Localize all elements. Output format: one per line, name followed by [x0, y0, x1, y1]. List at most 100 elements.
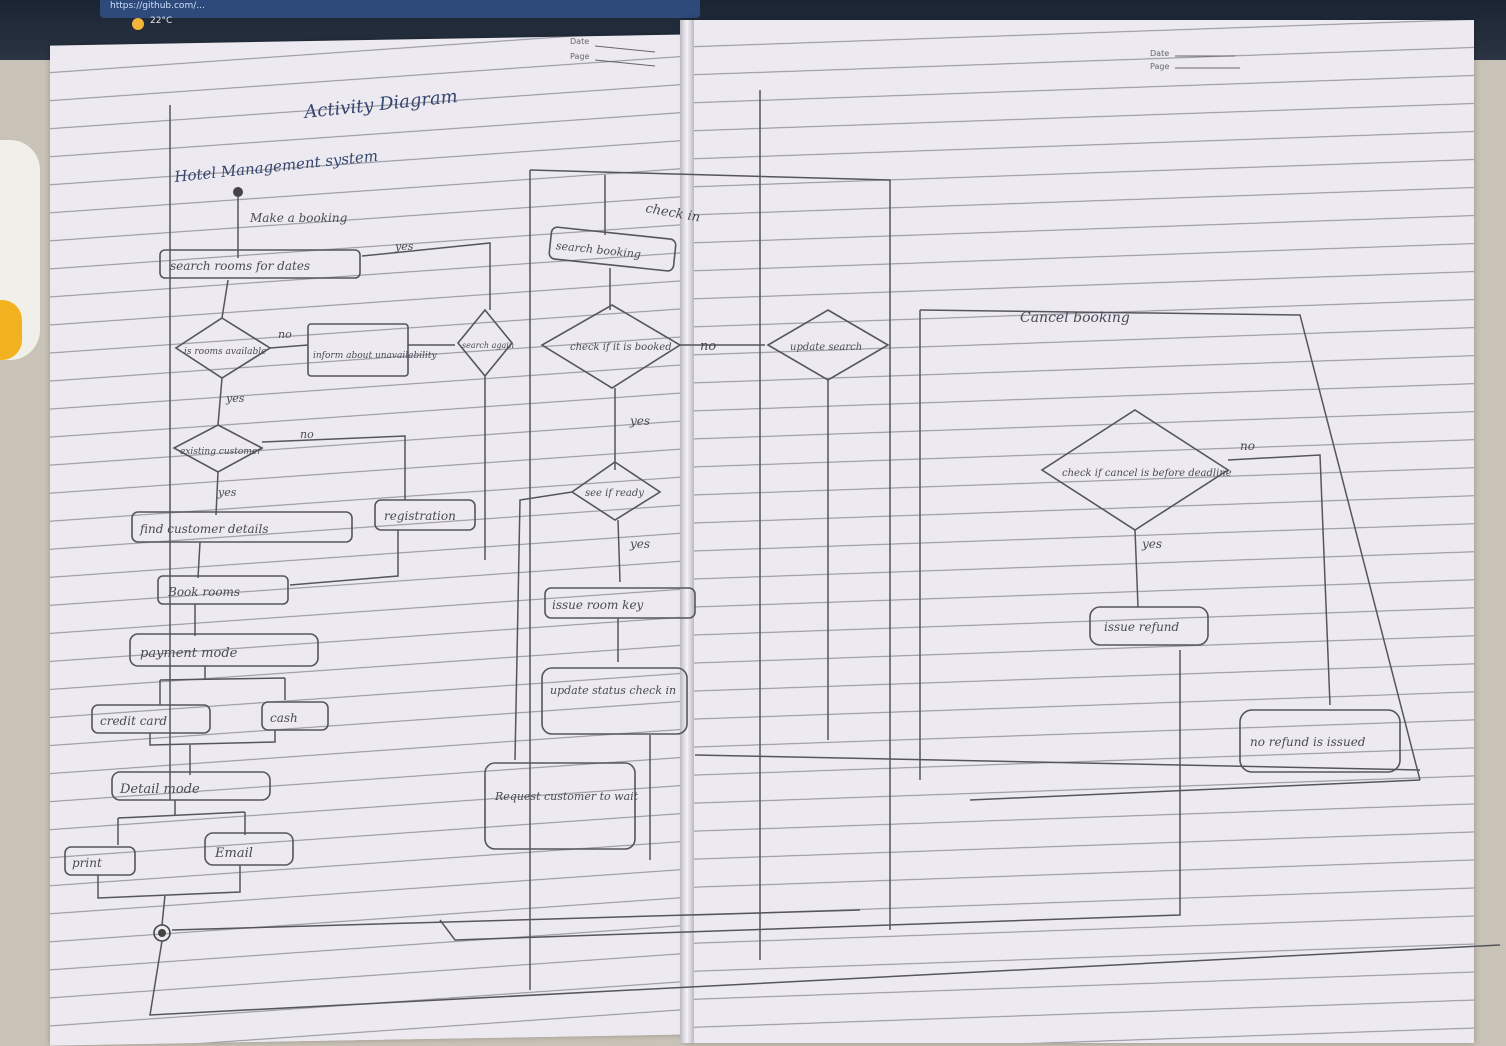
browser-url-text: https://github.com/... — [110, 1, 205, 11]
edge-search-again-loop — [361, 242, 491, 310]
edge-available-existing — [217, 377, 223, 426]
edge-payment-join — [149, 730, 276, 775]
svg-text:issue refund: issue refund — [1104, 620, 1180, 634]
node-request-wait: Request customer to wait — [484, 762, 639, 850]
node-book-rooms: Book rooms — [157, 575, 289, 605]
node-search-rooms: search rooms for dates — [159, 249, 361, 279]
browser-url-bar — [100, 0, 700, 18]
label-yes-4: yes — [629, 537, 650, 551]
edge-yes-refund — [1134, 529, 1139, 608]
node-see-ready: see if ready — [570, 461, 662, 521]
edge-yes-issue — [617, 519, 621, 583]
node-check-deadline: check if cancel is before deadline — [1040, 409, 1232, 531]
svg-text:update search: update search — [790, 342, 862, 353]
node-existing-customer: existing customer — [172, 424, 264, 473]
edge-find-book — [197, 541, 201, 579]
svg-text:credit card: credit card — [100, 714, 167, 728]
svg-text:check if it is booked: check if it is booked — [570, 342, 672, 353]
node-update-search: update search — [766, 309, 890, 381]
svg-text:payment mode: payment mode — [140, 646, 238, 661]
svg-text:issue room key: issue room key — [552, 598, 644, 612]
label-no-3: no — [700, 339, 716, 354]
node-update-status: update status check in — [541, 667, 688, 735]
edge-checkin-end — [649, 735, 1421, 860]
node-payment-mode: payment mode — [129, 633, 319, 667]
svg-text:Email: Email — [214, 846, 253, 861]
weather-text: 22°C — [150, 16, 173, 26]
label-cancel-booking: Cancel booking — [1020, 310, 1130, 326]
page-label-left: Page — [570, 52, 589, 61]
node-detail-mode: Detail mode — [111, 771, 271, 801]
swimlane-cancel-frame — [919, 309, 1421, 781]
node-rooms-available: is rooms available — [174, 317, 272, 379]
svg-text:cash: cash — [270, 711, 298, 725]
svg-text:is rooms available: is rooms available — [184, 347, 266, 357]
page-label-right: Page — [1150, 62, 1169, 71]
svg-text:check if cancel is before dead: check if cancel is before deadline — [1062, 468, 1232, 479]
node-search-booking: search booking — [548, 226, 677, 272]
label-no-1: no — [278, 328, 292, 341]
node-find-customer-details: find customer details — [131, 511, 353, 543]
label-yes-3: yes — [629, 414, 650, 428]
edge-register-book — [289, 530, 399, 586]
edge-end-returns — [149, 650, 1501, 1016]
edge-no-register — [261, 435, 406, 500]
label-yes-1: yes — [225, 392, 245, 405]
edge-no-inform — [269, 344, 309, 349]
svg-text:inform about unavailability: inform about unavailability — [313, 351, 437, 361]
node-email: Email — [204, 832, 294, 866]
diagram-subtitle: Hotel Management system — [173, 147, 379, 186]
svg-text:see if ready: see if ready — [585, 488, 644, 499]
node-search-again: search again — [456, 308, 514, 378]
node-registration: registration — [374, 499, 476, 531]
edge-detail-join — [97, 865, 241, 926]
label-no-4: no — [1240, 439, 1255, 453]
date-label-right: Date — [1150, 49, 1169, 58]
svg-text:find customer details: find customer details — [139, 522, 269, 536]
node-credit-card: credit card — [91, 704, 211, 734]
weather-icon — [132, 18, 144, 30]
date-label-left: Date — [570, 37, 589, 46]
svg-text:search rooms for dates: search rooms for dates — [170, 259, 310, 273]
svg-text:print: print — [72, 856, 102, 870]
edge-not-ready — [514, 491, 573, 761]
edge-payment-fork — [159, 666, 286, 705]
svg-text:existing customer: existing customer — [180, 447, 262, 457]
edge-search-decision — [221, 279, 229, 319]
node-check-booked: check if it is booked — [540, 304, 682, 389]
notebook-spine — [680, 20, 694, 1043]
label-yes-loop: yes — [394, 240, 414, 253]
node-issue-room-key: issue room key — [544, 587, 696, 619]
svg-text:Request customer to wait: Request customer to wait — [494, 790, 639, 803]
node-inform-unavailability: inform about unavailability — [307, 323, 437, 377]
svg-text:search booking: search booking — [555, 239, 641, 261]
svg-text:update status check in: update status check in — [550, 684, 676, 697]
node-print: print — [64, 846, 136, 876]
label-yes-5: yes — [1141, 537, 1162, 551]
node-cash: cash — [261, 701, 329, 731]
svg-text:Book rooms: Book rooms — [167, 585, 240, 599]
swimlane-dividers — [169, 90, 921, 990]
node-issue-refund: issue refund — [1089, 606, 1209, 646]
label-yes-2: yes — [217, 486, 237, 499]
orange-object — [0, 300, 22, 360]
edge-cancel-end — [969, 779, 1421, 801]
edge-yes-find — [215, 471, 219, 516]
svg-text:search again: search again — [462, 341, 514, 350]
svg-text:Detail mode: Detail mode — [119, 782, 200, 797]
notebook-right-page — [684, 20, 1474, 1043]
label-make-booking: Make a booking — [249, 211, 348, 225]
label-no-2: no — [300, 428, 314, 441]
node-no-refund: no refund is issued — [1239, 709, 1401, 773]
edge-no-refund — [1227, 454, 1331, 706]
label-check-in: check in — [644, 201, 701, 225]
swimlane-checkin-frame — [529, 169, 891, 930]
diagram-title: Activity Diagram — [301, 86, 458, 123]
svg-text:no refund is issued: no refund is issued — [1250, 735, 1366, 749]
edge-detail-fork — [117, 800, 246, 845]
start-node — [233, 187, 243, 197]
svg-text:registration: registration — [384, 509, 456, 523]
end-node-inner — [158, 929, 166, 937]
